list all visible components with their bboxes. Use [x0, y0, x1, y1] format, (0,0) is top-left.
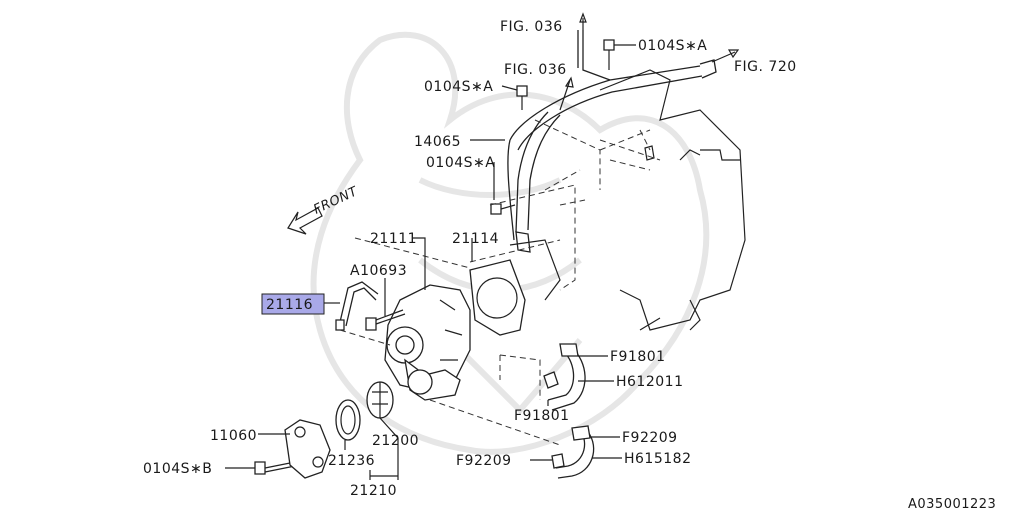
label-fig720[interactable]: FIG. 720 [734, 59, 797, 75]
front-label: FRONT [311, 184, 360, 218]
label-part-21210[interactable]: 21210 [350, 483, 397, 499]
bolt-bottom [254, 461, 296, 475]
engine-block [599, 69, 746, 331]
guide-lines [339, 119, 651, 446]
label-part-11060[interactable]: 11060 [210, 428, 257, 444]
bolt-A10693 [365, 309, 406, 331]
pipe-21116 [335, 281, 379, 331]
label-part-21200[interactable]: 21200 [372, 433, 419, 449]
thermostat-21200 [366, 381, 394, 419]
bolt-top-left [516, 85, 528, 110]
leader-lines [225, 12, 740, 480]
label-part-F91801-top[interactable]: F91801 [610, 349, 666, 365]
gasket-21114 [469, 239, 561, 336]
thermostat-cover-11060 [284, 419, 331, 479]
label-bolt-mid[interactable]: 0104S∗A [426, 155, 495, 171]
coolant-pipe-14065 [507, 30, 717, 253]
label-bolt-top-right[interactable]: 0104S∗A [638, 38, 707, 54]
label-part-A10693[interactable]: A10693 [350, 263, 407, 279]
label-part-21114[interactable]: 21114 [452, 231, 499, 247]
label-part-F91801-bottom[interactable]: F91801 [514, 408, 570, 424]
label-part-H615182[interactable]: H615182 [624, 451, 691, 467]
bolt-top-right [603, 39, 615, 70]
label-part-21236[interactable]: 21236 [328, 453, 375, 469]
selected-part-highlight[interactable] [261, 293, 325, 315]
hose-H612011 [543, 343, 586, 411]
label-part-21116[interactable]: 21116 [266, 297, 313, 313]
label-bolt-bottom[interactable]: 0104S∗B [143, 461, 212, 477]
diagram-code: A035001223 [908, 497, 996, 512]
label-part-F92209-right[interactable]: F92209 [622, 430, 678, 446]
bolt-mid [490, 203, 516, 215]
label-part-14065[interactable]: 14065 [414, 134, 461, 150]
label-fig036-mid[interactable]: FIG. 036 [504, 62, 567, 78]
label-part-21111[interactable]: 21111 [370, 231, 417, 247]
label-fig036-top[interactable]: FIG. 036 [500, 19, 563, 35]
label-part-H612011[interactable]: H612011 [616, 374, 683, 390]
hose-H615182 [551, 425, 595, 479]
gasket-21236 [335, 399, 361, 441]
label-part-F92209-left[interactable]: F92209 [456, 453, 512, 469]
water-pump-21111 [384, 284, 471, 401]
label-bolt-top-left[interactable]: 0104S∗A [424, 79, 493, 95]
